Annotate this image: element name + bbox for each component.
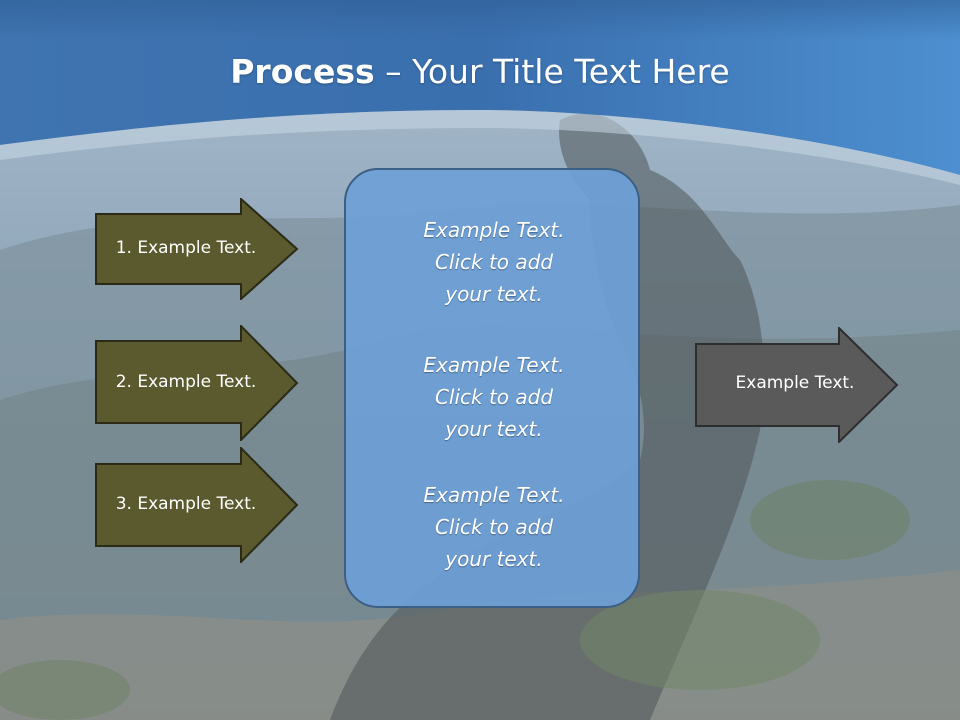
input-arrow-1[interactable]: 1. Example Text.	[95, 198, 299, 300]
output-arrow[interactable]: Example Text.	[695, 327, 899, 443]
text-line: Example Text.	[423, 218, 565, 242]
title-bold: Process	[230, 52, 375, 91]
arrow-right-icon	[95, 447, 299, 563]
text-line: Example Text.	[423, 353, 565, 377]
text-line: your text.	[445, 417, 543, 441]
text-line: Click to add	[434, 250, 554, 274]
text-block-3: Example Text. Click to add your text.	[346, 479, 642, 575]
arrow-right-icon	[95, 198, 299, 300]
input-arrow-3[interactable]: 3. Example Text.	[95, 447, 299, 563]
output-arrow-label: Example Text.	[735, 373, 855, 393]
text-block-2: Example Text. Click to add your text.	[346, 349, 642, 445]
arrow-right-icon	[695, 327, 899, 443]
center-text-box[interactable]: Example Text. Click to add your text. Ex…	[344, 168, 640, 608]
input-arrow-label: 3. Example Text.	[115, 494, 257, 514]
input-arrow-2[interactable]: 2. Example Text.	[95, 325, 299, 441]
text-line: Example Text.	[423, 483, 565, 507]
slide-title: Process – Your Title Text Here	[0, 52, 960, 91]
arrow-right-icon	[95, 325, 299, 441]
text-line: Click to add	[434, 385, 554, 409]
title-rest: – Your Title Text Here	[374, 52, 730, 91]
text-line: Click to add	[434, 515, 554, 539]
input-arrow-label: 2. Example Text.	[115, 372, 257, 392]
input-arrow-label: 1. Example Text.	[115, 238, 257, 258]
text-line: your text.	[445, 282, 543, 306]
text-line: your text.	[445, 547, 543, 571]
text-block-1: Example Text. Click to add your text.	[346, 214, 642, 310]
